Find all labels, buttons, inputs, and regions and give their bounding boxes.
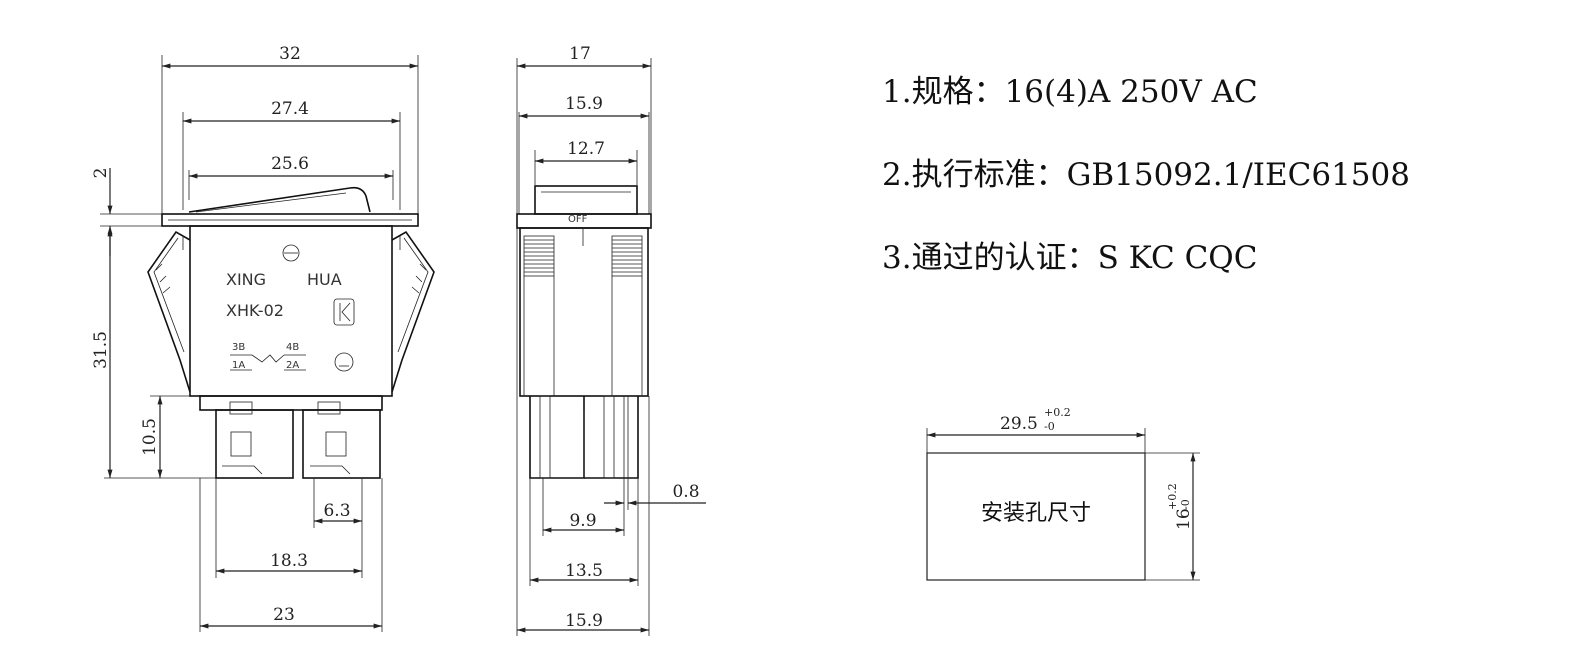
side-dim-rocker-width: 12.7 [567, 139, 605, 159]
front-view: 32 27.4 25.6 2 31.5 10.5 [91, 44, 435, 632]
spec-list: 1.规格：16(4)A 250V AC 2.执行标准：GB15092.1/IEC… [882, 74, 1410, 276]
spec-certification: 3.通过的认证：S KC CQC [882, 240, 1257, 276]
off-label: OFF [568, 214, 588, 225]
side-dim-flange-width: 15.9 [565, 94, 603, 114]
dim-overall-width: 32 [279, 44, 301, 64]
cutout-label: 安装孔尺寸 [981, 501, 1091, 526]
rating-3b: 3B [232, 342, 245, 353]
dim-inner-width: 27.4 [271, 99, 309, 119]
dim-base-width: 23 [273, 605, 295, 625]
dim-flange: 2 [91, 168, 111, 179]
cutout-width-tol-lower: -0 [1044, 420, 1055, 433]
spec-rating: 1.规格：16(4)A 250V AC [882, 74, 1258, 110]
dim-rocker-width: 25.6 [271, 154, 309, 174]
cutout-width: 29.5 [1000, 414, 1038, 434]
dim-terminal-width: 6.3 [323, 501, 350, 521]
dim-terminal-height: 10.5 [140, 418, 160, 456]
side-dim-base-width: 15.9 [565, 611, 603, 631]
brand-left: XING [226, 270, 266, 289]
ground-icon [334, 352, 354, 372]
cutout-height: 16 [1174, 508, 1194, 530]
mounting-cutout: 安装孔尺寸 29.5 +0.2 -0 16 +0.2 -0 [926, 406, 1200, 581]
cutout-height-tol-lower: -0 [1179, 499, 1192, 510]
side-view: 17 15.9 12.7 OFF [516, 44, 706, 636]
side-dim-overall-width: 17 [569, 44, 591, 64]
side-dim-terminal-gap: 9.9 [569, 511, 596, 531]
rating-4b: 4B [286, 342, 299, 353]
dim-terminal-span: 18.3 [270, 551, 308, 571]
side-dim-terminal-outer: 13.5 [565, 561, 603, 581]
rating-2a: 2A [286, 360, 299, 371]
model-number: XHK-02 [226, 301, 284, 320]
cutout-rect [926, 452, 1146, 581]
brand-right: HUA [307, 270, 342, 289]
cutout-width-tol-upper: +0.2 [1044, 406, 1071, 419]
rating-1a: 1A [232, 360, 245, 371]
cutout-height-tol-upper: +0.2 [1166, 483, 1179, 510]
spec-standard: 2.执行标准：GB15092.1/IEC61508 [882, 157, 1410, 193]
side-dim-terminal-thickness: 0.8 [672, 482, 699, 502]
dim-body-height: 31.5 [91, 331, 111, 369]
switch-symbol-icon [251, 354, 285, 363]
kc-mark-icon [333, 298, 355, 326]
